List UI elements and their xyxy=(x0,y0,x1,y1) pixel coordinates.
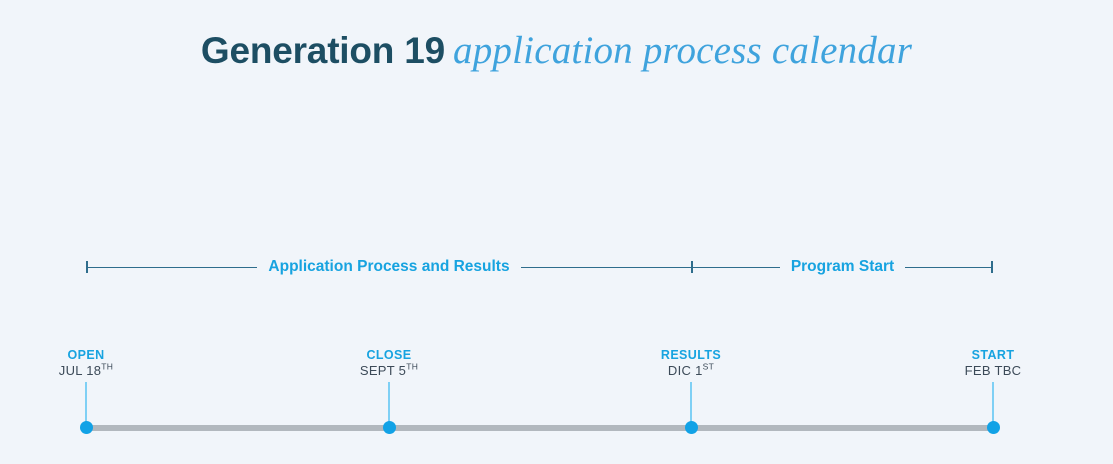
milestone-date: DIC 1ST xyxy=(667,361,715,378)
milestone-stem xyxy=(690,382,692,428)
timeline-bar xyxy=(86,425,993,431)
phase-label: Application Process and Results xyxy=(268,258,510,276)
milestone-title: RESULTS xyxy=(660,348,722,362)
phase-label: Program Start xyxy=(790,258,895,276)
phase-application-process-and-results: Application Process and Results xyxy=(86,256,692,278)
milestone-title: CLOSE xyxy=(366,348,412,362)
milestone-date-ordinal: TH xyxy=(406,361,419,372)
phase-band: Application Process and Results Program … xyxy=(86,256,993,278)
milestone-dot[interactable] xyxy=(986,421,1000,434)
milestone-date-ordinal: TH xyxy=(101,361,114,372)
milestone-stem xyxy=(992,382,994,428)
milestone-date: FEB TBC xyxy=(964,363,1022,378)
milestone-title: START xyxy=(971,348,1015,362)
phase-tick-divider xyxy=(691,261,693,273)
phase-program-start: Program Start xyxy=(692,256,993,278)
title-main-text: Generation 19 xyxy=(200,30,446,71)
title-accent-text: application process calendar xyxy=(453,29,913,72)
milestone-dot[interactable] xyxy=(382,421,396,434)
milestone-title: OPEN xyxy=(67,348,105,362)
milestone-date: JUL 18TH xyxy=(58,361,114,378)
milestone-dot[interactable] xyxy=(684,421,698,434)
phase-rule-left xyxy=(692,266,780,268)
milestone-stem xyxy=(85,382,87,428)
milestone-dot[interactable] xyxy=(79,421,93,434)
phase-rule-left xyxy=(86,266,258,268)
milestone-stem xyxy=(388,382,390,428)
milestone-date: SEPT 5TH xyxy=(359,361,419,378)
phase-rule-right xyxy=(905,266,993,268)
phase-tick-start xyxy=(86,261,88,273)
phase-tick-end xyxy=(991,261,993,273)
phase-rule-right xyxy=(520,266,692,268)
milestone-date-ordinal: ST xyxy=(702,361,715,372)
